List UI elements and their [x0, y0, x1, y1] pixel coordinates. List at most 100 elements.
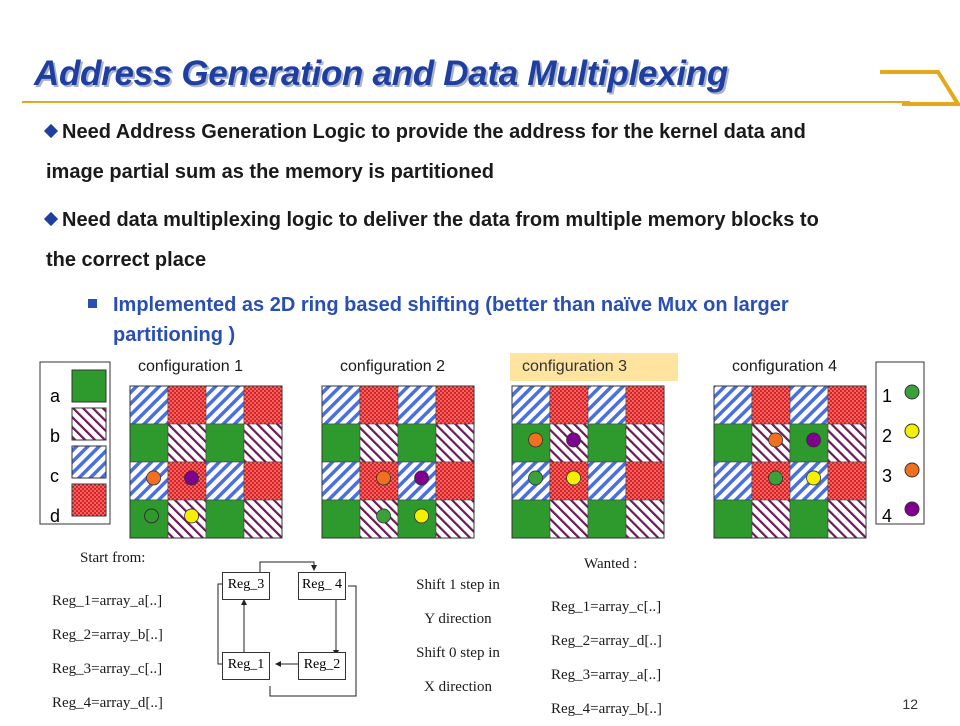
grid-configuration-1: [129, 385, 283, 539]
bullet-1: Need Address Generation Logic to provide…: [43, 112, 806, 192]
bullet-2: Need data multiplexing logic to deliver …: [43, 200, 819, 280]
legend-dot-1: [904, 384, 920, 400]
grid-cell: [625, 461, 665, 501]
grid-cell: [549, 385, 589, 425]
shift-description: Shift 1 step in Y direction Shift 0 step…: [416, 577, 500, 695]
grid-cell: [243, 423, 283, 463]
grid-cell: [321, 385, 361, 425]
grid-cell: [549, 499, 589, 539]
grid-cell: [321, 499, 361, 539]
config-4-label: configuration 4: [732, 358, 837, 375]
data-dot: [806, 432, 821, 448]
reg-2-box: Reg_2: [298, 652, 346, 680]
grid-cell: [789, 499, 829, 539]
square-bullet-icon: [88, 299, 97, 308]
data-dot: [376, 508, 391, 524]
grid-cell: [827, 423, 867, 463]
config-2-label: configuration 2: [340, 358, 445, 375]
grid-cell: [435, 499, 475, 539]
data-dot: [528, 432, 543, 448]
config-3-label: configuration 3: [522, 358, 627, 375]
grid-cell: [243, 385, 283, 425]
page-number: 12: [902, 696, 918, 712]
grid-cell: [789, 385, 829, 425]
grid-cell: [587, 385, 627, 425]
grid-cell: [167, 423, 207, 463]
grid-cell: [321, 423, 361, 463]
grid-cell: [751, 385, 791, 425]
grid-cell: [827, 461, 867, 501]
config-1-label: configuration 1: [138, 358, 243, 375]
grid-cell: [167, 385, 207, 425]
data-dot: [376, 470, 391, 486]
grid-cell: [713, 423, 753, 463]
empty-slot-dot: [144, 508, 160, 524]
grid-cell: [511, 385, 551, 425]
grid-cell: [397, 461, 437, 501]
title-underline: [22, 101, 910, 103]
legend-right-labels: 1 2 3 4: [882, 386, 893, 526]
grid-configuration-2: [321, 385, 475, 539]
grid-cell: [243, 499, 283, 539]
grid-cell: [205, 385, 245, 425]
legend-swatch-a: [71, 369, 107, 403]
grid-cell: [625, 499, 665, 539]
reg-3-box: Reg_3: [222, 572, 270, 600]
data-dot: [768, 470, 783, 486]
grid-cell: [243, 461, 283, 501]
legend-dot-4: [904, 501, 920, 517]
legend-dot-2: [904, 423, 920, 439]
grid-cell: [587, 461, 627, 501]
grid-configuration-4: [713, 385, 867, 539]
grid-cell: [321, 461, 361, 501]
grid-cell: [397, 385, 437, 425]
grid-cell: [205, 461, 245, 501]
grid-cell: [511, 499, 551, 539]
wanted-heading: Wanted :: [584, 556, 638, 572]
grid-cell: [435, 461, 475, 501]
legend-swatch-b: [71, 407, 107, 441]
data-dot: [184, 470, 199, 486]
grid-cell: [359, 385, 399, 425]
grid-cell: [713, 385, 753, 425]
data-dot: [768, 432, 783, 448]
data-dot: [566, 432, 581, 448]
grid-cell: [587, 499, 627, 539]
legend-left-labels: a b c d: [50, 386, 61, 526]
wanted-list: Reg_1=array_c[..] Reg_2=array_d[..] Reg_…: [551, 599, 662, 717]
data-dot: [184, 508, 199, 524]
data-dot: [806, 470, 821, 486]
data-dot: [414, 508, 429, 524]
slide-title: Address Generation and Data Multiplexing: [34, 54, 728, 93]
grid-cell: [205, 423, 245, 463]
grid-configuration-3: [511, 385, 665, 539]
legend-dot-3: [904, 462, 920, 478]
grid-cell: [713, 499, 753, 539]
grid-cell: [397, 423, 437, 463]
grid-cell: [587, 423, 627, 463]
grid-cell: [205, 499, 245, 539]
grid-cell: [129, 385, 169, 425]
sub-bullet: Implemented as 2D ring based shifting (b…: [88, 290, 789, 350]
grid-cell: [625, 423, 665, 463]
data-dot: [566, 470, 581, 486]
data-dot: [528, 470, 543, 486]
grid-cell: [827, 499, 867, 539]
grid-cell: [827, 385, 867, 425]
grid-cell: [129, 499, 169, 539]
grid-cell: [751, 499, 791, 539]
legend-swatch-c: [71, 445, 107, 479]
start-from-heading: Start from:: [80, 550, 146, 566]
grid-cell: [625, 385, 665, 425]
corner-accent-icon: [880, 70, 960, 106]
config-3-highlight: [510, 353, 678, 381]
reg-4-box: Reg_ 4: [298, 572, 346, 600]
grid-cell: [359, 423, 399, 463]
reg-1-box: Reg_1: [222, 652, 270, 680]
grid-cell: [713, 461, 753, 501]
grid-cell: [129, 423, 169, 463]
start-from-list: Reg_1=array_a[..] Reg_2=array_b[..] Reg_…: [52, 593, 163, 711]
grid-cell: [435, 385, 475, 425]
data-dot: [414, 470, 429, 486]
